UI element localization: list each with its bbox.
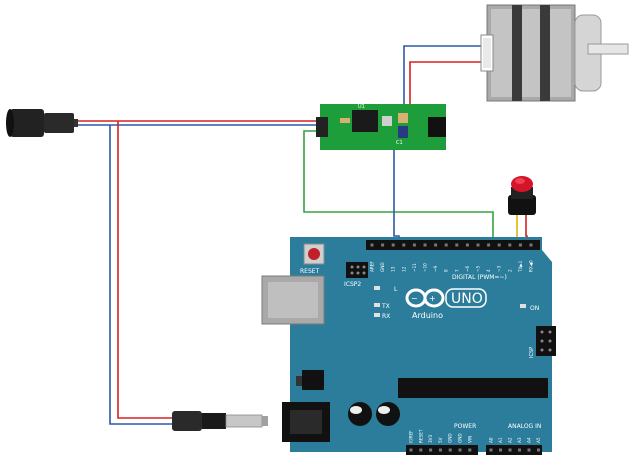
pin-label: ~6 bbox=[465, 265, 470, 272]
header-pin[interactable] bbox=[458, 448, 462, 452]
header-pin[interactable] bbox=[518, 448, 521, 452]
analog-header[interactable] bbox=[486, 445, 542, 455]
header-pin[interactable] bbox=[468, 448, 472, 452]
driver-chip-label: U1 bbox=[358, 104, 365, 110]
header-pin[interactable] bbox=[487, 243, 491, 247]
pin-label: ~3 bbox=[497, 265, 502, 272]
pin-label: A1 bbox=[498, 437, 503, 443]
header-pin[interactable] bbox=[499, 448, 502, 452]
header-pin[interactable] bbox=[423, 243, 427, 247]
header-pin[interactable] bbox=[497, 243, 501, 247]
header-pin[interactable] bbox=[444, 243, 448, 247]
pin-label: 13 bbox=[391, 266, 396, 272]
header-pin[interactable] bbox=[527, 448, 531, 452]
pin-label: ~9 bbox=[433, 265, 438, 272]
pin-label: RX◀0 bbox=[529, 260, 534, 272]
pin-label: 3V3 bbox=[428, 434, 433, 443]
wire-green bbox=[303, 130, 494, 247]
analog-pins: A0 A1 A2 A3 A4 A5 bbox=[489, 437, 541, 452]
pin-label: ~11 bbox=[412, 263, 417, 272]
pin-label: A3 bbox=[517, 437, 522, 443]
header-pin[interactable] bbox=[409, 448, 413, 452]
header-pin[interactable] bbox=[529, 243, 533, 247]
pin-label: 5V bbox=[438, 437, 443, 443]
pin-label: GND bbox=[458, 433, 463, 443]
power-header[interactable] bbox=[406, 445, 478, 455]
header-pin[interactable] bbox=[508, 448, 512, 452]
analog-label: ANALOG IN bbox=[508, 423, 541, 430]
pin-label: A0 bbox=[489, 437, 494, 443]
header-pin[interactable] bbox=[419, 448, 423, 452]
brand-label: Arduino bbox=[412, 311, 443, 320]
pin-label: 2 bbox=[507, 269, 512, 272]
wire-blue-down bbox=[109, 125, 172, 425]
header-pin[interactable] bbox=[455, 243, 459, 247]
pin-label: GND bbox=[380, 262, 385, 272]
header-pin[interactable] bbox=[508, 243, 512, 247]
logo-minus: − bbox=[411, 294, 418, 303]
icsp-label: ICSP bbox=[529, 347, 535, 358]
pin-label: IOREF bbox=[409, 430, 414, 443]
reset-label: RESET bbox=[300, 268, 320, 275]
wire-motor-blue bbox=[403, 45, 487, 104]
header-pin[interactable] bbox=[448, 448, 452, 452]
header-pin[interactable] bbox=[476, 243, 480, 247]
on-label: ON bbox=[530, 305, 539, 312]
header-pin[interactable] bbox=[518, 243, 522, 247]
icsp-header[interactable] bbox=[536, 326, 556, 356]
pin-label: A2 bbox=[508, 437, 513, 443]
pin-label: RESET bbox=[418, 429, 423, 443]
pin-label: 12 bbox=[401, 266, 406, 272]
pin-label: A5 bbox=[536, 437, 541, 443]
header-pin[interactable] bbox=[429, 448, 433, 452]
led-rx-label: RX bbox=[382, 313, 390, 320]
pin-label: ~10 bbox=[423, 263, 428, 272]
push-button[interactable] bbox=[508, 176, 536, 215]
wire-red-down bbox=[117, 121, 172, 419]
header-pin[interactable] bbox=[402, 243, 406, 247]
header-pin[interactable] bbox=[489, 448, 493, 452]
header-pin[interactable] bbox=[438, 448, 442, 452]
capacitors bbox=[348, 402, 400, 426]
pin-label: ~5 bbox=[476, 265, 481, 272]
microcontroller bbox=[398, 378, 548, 398]
header-pin[interactable] bbox=[370, 243, 374, 247]
pin-label: 8 bbox=[444, 269, 449, 272]
icsp2-label: ICSP2 bbox=[344, 281, 361, 288]
power-label: POWER bbox=[454, 423, 476, 430]
stepper-motor bbox=[480, 4, 629, 102]
pin-label: 7 bbox=[454, 269, 459, 272]
pin-label: AREF bbox=[370, 261, 375, 272]
header-pin[interactable] bbox=[391, 243, 395, 247]
header-pin[interactable] bbox=[434, 243, 438, 247]
header-pin[interactable] bbox=[412, 243, 416, 247]
header-pin[interactable] bbox=[381, 243, 385, 247]
pin-label: A4 bbox=[527, 437, 532, 443]
pin-label: GND bbox=[448, 433, 453, 443]
digital-label: DIGITAL (PWM=~) bbox=[452, 274, 507, 281]
model-label: UNO bbox=[451, 291, 483, 307]
driver-cap-label: C1 bbox=[396, 140, 403, 146]
driver-board: U1 C1 bbox=[316, 104, 446, 150]
digital-header[interactable] bbox=[366, 240, 540, 250]
dc-power-plug bbox=[172, 411, 268, 431]
led-l-label: L bbox=[394, 286, 398, 293]
header-pin[interactable] bbox=[537, 448, 540, 452]
pin-label: 4 bbox=[486, 269, 491, 272]
digital-pins: AREF GND 13 12 ~11 ~10 ~9 8 7 ~6 ~5 4 ~3 2 TX▶1 RX◀0 bbox=[370, 243, 534, 273]
header-pin[interactable] bbox=[465, 243, 469, 247]
pin-label: VIN bbox=[467, 436, 472, 443]
logo-plus: + bbox=[429, 294, 436, 303]
arduino-logo: − + UNO Arduino bbox=[405, 288, 487, 320]
led-tx-label: TX bbox=[381, 303, 390, 310]
dc-power-jack bbox=[6, 109, 78, 137]
wire-motor-red bbox=[409, 61, 487, 118]
power-pins: IOREF RESET 3V3 5V GND GND VIN bbox=[409, 429, 472, 452]
pin-label: TX▶1 bbox=[518, 260, 523, 273]
